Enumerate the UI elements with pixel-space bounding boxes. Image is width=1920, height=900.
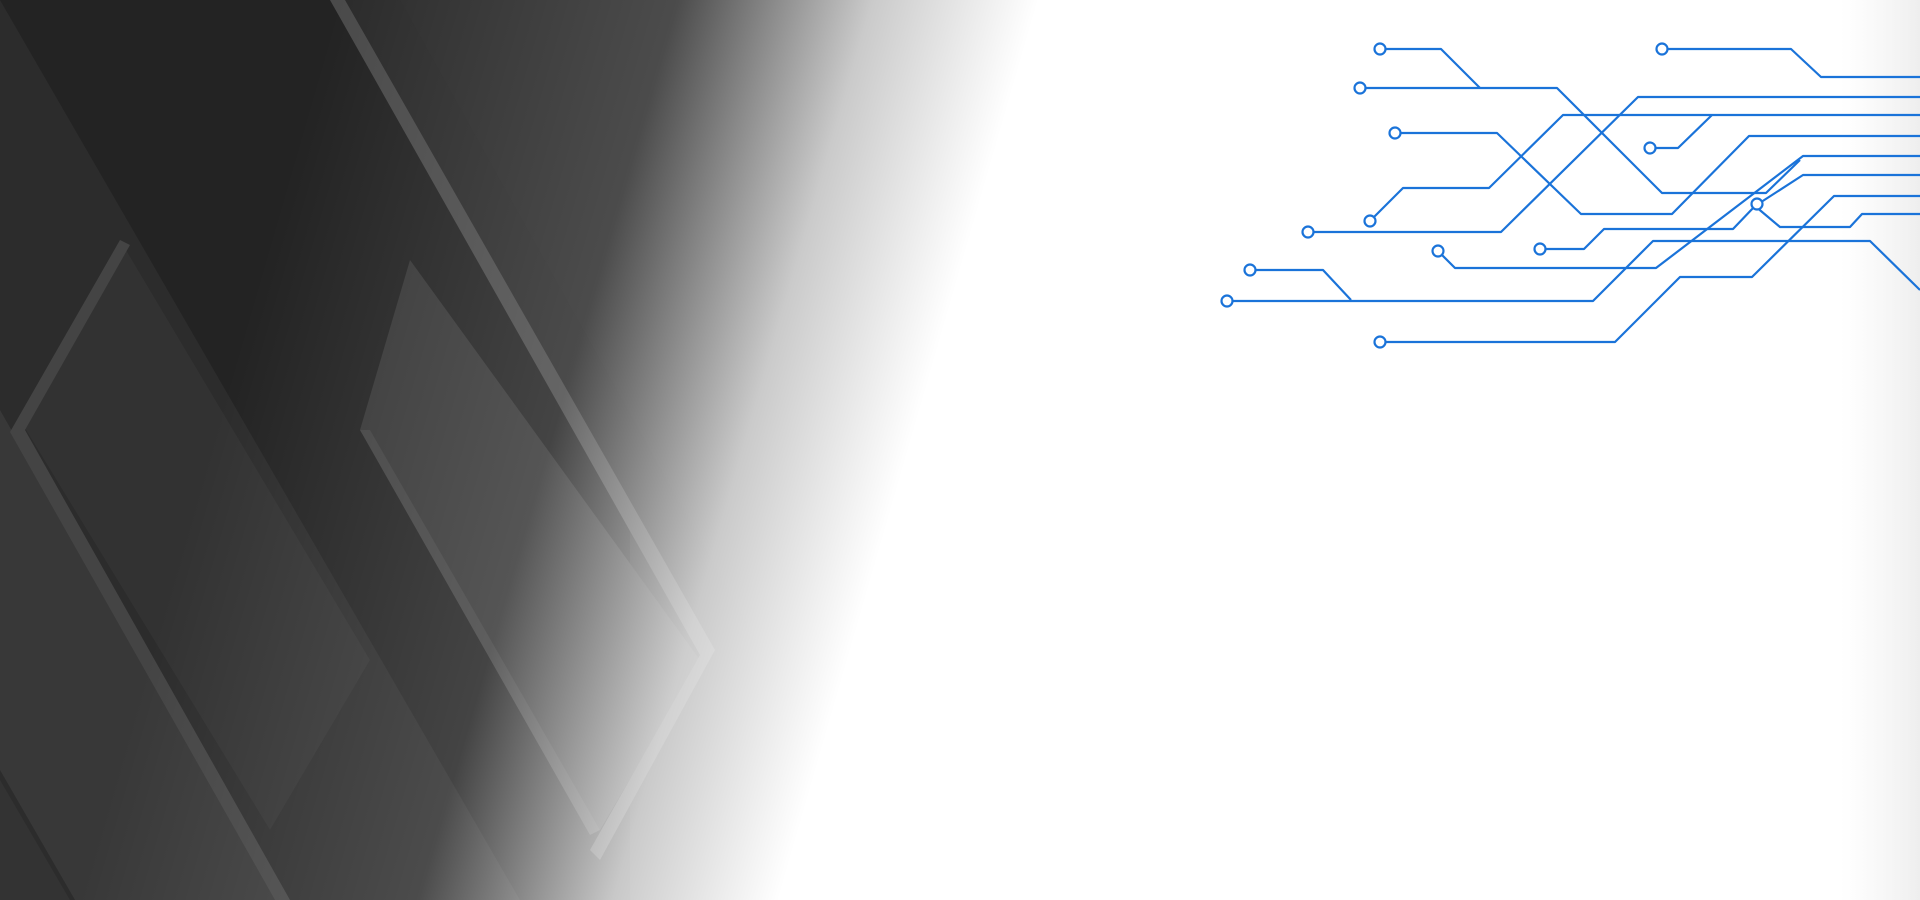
circuit-node (1388, 126, 1402, 140)
circuit-trace (1754, 173, 1920, 207)
circuit-node (1655, 42, 1669, 56)
circuit-traces (1227, 47, 1920, 344)
circuit-trace (1380, 194, 1920, 344)
circuit-trace (1662, 47, 1920, 79)
circuit-node (1353, 81, 1367, 95)
circuit-node (1243, 263, 1257, 277)
circuit-trace (1754, 205, 1920, 229)
circuit-trace (1380, 47, 1481, 89)
circuit-trace (1650, 114, 1713, 150)
circuit-trace (1437, 154, 1920, 270)
right-edge-tint (1840, 0, 1920, 900)
circuit-node (1533, 242, 1547, 256)
circuit-node (1301, 225, 1315, 239)
circuit-node (1373, 42, 1387, 56)
circuit-trace (1540, 205, 1756, 251)
circuit-nodes (1220, 42, 1764, 349)
circuit-node (1373, 335, 1387, 349)
circuit-trace (1395, 131, 1920, 216)
circuit-node (1750, 197, 1764, 211)
circuit-node (1220, 294, 1234, 308)
circuit-trace (1227, 239, 1920, 303)
circuit-trace (1250, 268, 1352, 301)
circuit-node (1431, 244, 1445, 258)
circuit-trace (1369, 113, 1920, 222)
circuit-trace (1360, 86, 1801, 195)
circuit-node (1643, 141, 1657, 155)
circuit-node (1363, 214, 1377, 228)
circuit-trace (1308, 95, 1920, 234)
